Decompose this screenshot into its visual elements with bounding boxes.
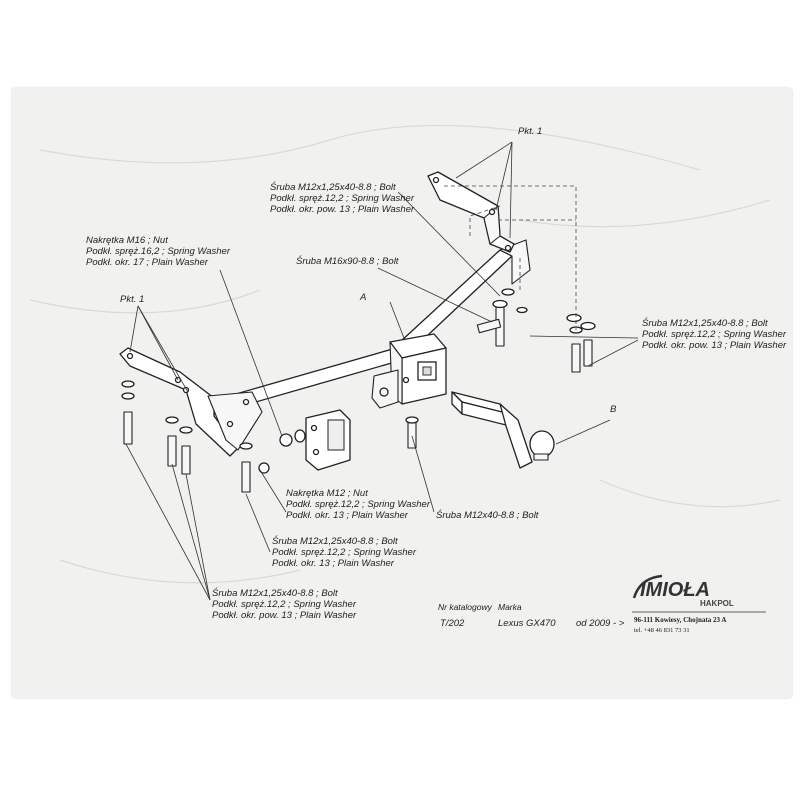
callout-line: Nakrętka M16 ; Nut bbox=[86, 235, 168, 246]
marker-b: B bbox=[610, 404, 617, 415]
callout-line: Śruba M12x1,25x40-8.8 ; Bolt bbox=[270, 181, 396, 193]
callout-line: Podkł. spręż.12,2 ; Spring Washer bbox=[272, 547, 417, 558]
socket-bracket bbox=[305, 409, 351, 471]
logo-text: IMIOŁA bbox=[640, 579, 710, 601]
alignment-lines bbox=[444, 185, 577, 330]
paper-creases bbox=[29, 124, 781, 584]
brand-phone: tel. +48 46 831 73 31 bbox=[634, 627, 690, 634]
pkt-left-label: Pkt. 1 bbox=[120, 294, 144, 305]
callout-line: Podkł. spręż.12,2 ; Spring Washer bbox=[642, 329, 787, 340]
title-block: Nr katalogowy Marka T/202 Lexus GX470 od… bbox=[438, 602, 625, 629]
callout-line: Podkł. spręż.12,2 ; Spring Washer bbox=[270, 193, 415, 204]
vehicle-model: Lexus GX470 bbox=[498, 618, 556, 629]
leader-lines bbox=[125, 141, 639, 601]
callout-top-bolt-set: Śruba M12x1,25x40-8.8 ; Bolt Podkł. sprę… bbox=[270, 181, 415, 215]
catalog-no-caption: Nr katalogowy bbox=[438, 602, 493, 612]
callout-line: Podkł. okr. 13 ; Plain Washer bbox=[272, 558, 395, 569]
callout-bolt-m12x40: Śruba M12x40-8.8 ; Bolt bbox=[436, 509, 539, 521]
brand-logo: IMIOŁA HAKPOL 96-111 Kowiesy, Chojnata 2… bbox=[632, 574, 766, 634]
callout-line: Podkł. okr. pow. 13 ; Plain Washer bbox=[212, 610, 357, 621]
socket-plate bbox=[371, 369, 399, 409]
bolts-washers bbox=[121, 288, 596, 493]
logo-sub: HAKPOL bbox=[700, 599, 734, 608]
callout-line: Nakrętka M12 ; Nut bbox=[286, 488, 368, 499]
callout-bottom-bolt-set: Śruba M12x1,25x40-8.8 ; Bolt Podkł. sprę… bbox=[212, 587, 357, 621]
left-mounting-bracket bbox=[119, 347, 263, 457]
pkt-top-label: Pkt. 1 bbox=[518, 126, 542, 137]
callout-line: Śruba M12x1,25x40-8.8 ; Bolt bbox=[272, 535, 398, 547]
callout-line: Podkł. spręż.12,2 ; Spring Washer bbox=[212, 599, 357, 610]
catalog-no: T/202 bbox=[440, 618, 465, 629]
callout-nut-m16-set: Nakrętka M16 ; Nut Podkł. spręż.16,2 ; S… bbox=[86, 235, 231, 268]
callout-line: Podkł. spręż.16,2 ; Spring Washer bbox=[86, 246, 231, 257]
brand-address: 96-111 Kowiesy, Chojnata 23 A bbox=[634, 616, 726, 624]
model-years: od 2009 - > bbox=[576, 618, 625, 629]
callout-mid-bolt-set: Śruba M12x1,25x40-8.8 ; Bolt Podkł. sprę… bbox=[272, 535, 417, 569]
callout-bolt-m16: Śruba M16x90-8.8 ; Bolt bbox=[296, 255, 399, 267]
callout-line: Śruba M12x1,25x40-8.8 ; Bolt bbox=[642, 317, 768, 329]
callout-line: Podkł. spręż.12,2 ; Spring Washer bbox=[286, 499, 431, 510]
callout-right-bolt-set: Śruba M12x1,25x40-8.8 ; Bolt Podkł. sprę… bbox=[642, 317, 787, 351]
make-caption: Marka bbox=[498, 602, 522, 612]
ball-mount bbox=[451, 391, 555, 469]
callout-nut-m12-set: Nakrętka M12 ; Nut Podkł. spręż.12,2 ; S… bbox=[286, 488, 431, 521]
callout-line: Podkł. okr. 17 ; Plain Washer bbox=[86, 257, 209, 268]
callout-line: Podkł. okr. pow. 13 ; Plain Washer bbox=[270, 204, 415, 215]
right-mounting-bracket bbox=[399, 171, 531, 351]
callout-line: Podkł. okr. 13 ; Plain Washer bbox=[286, 510, 409, 521]
callout-line: Podkł. okr. pow. 13 ; Plain Washer bbox=[642, 340, 787, 351]
callout-line: Śruba M12x1,25x40-8.8 ; Bolt bbox=[212, 587, 338, 599]
marker-a: A bbox=[359, 292, 366, 303]
